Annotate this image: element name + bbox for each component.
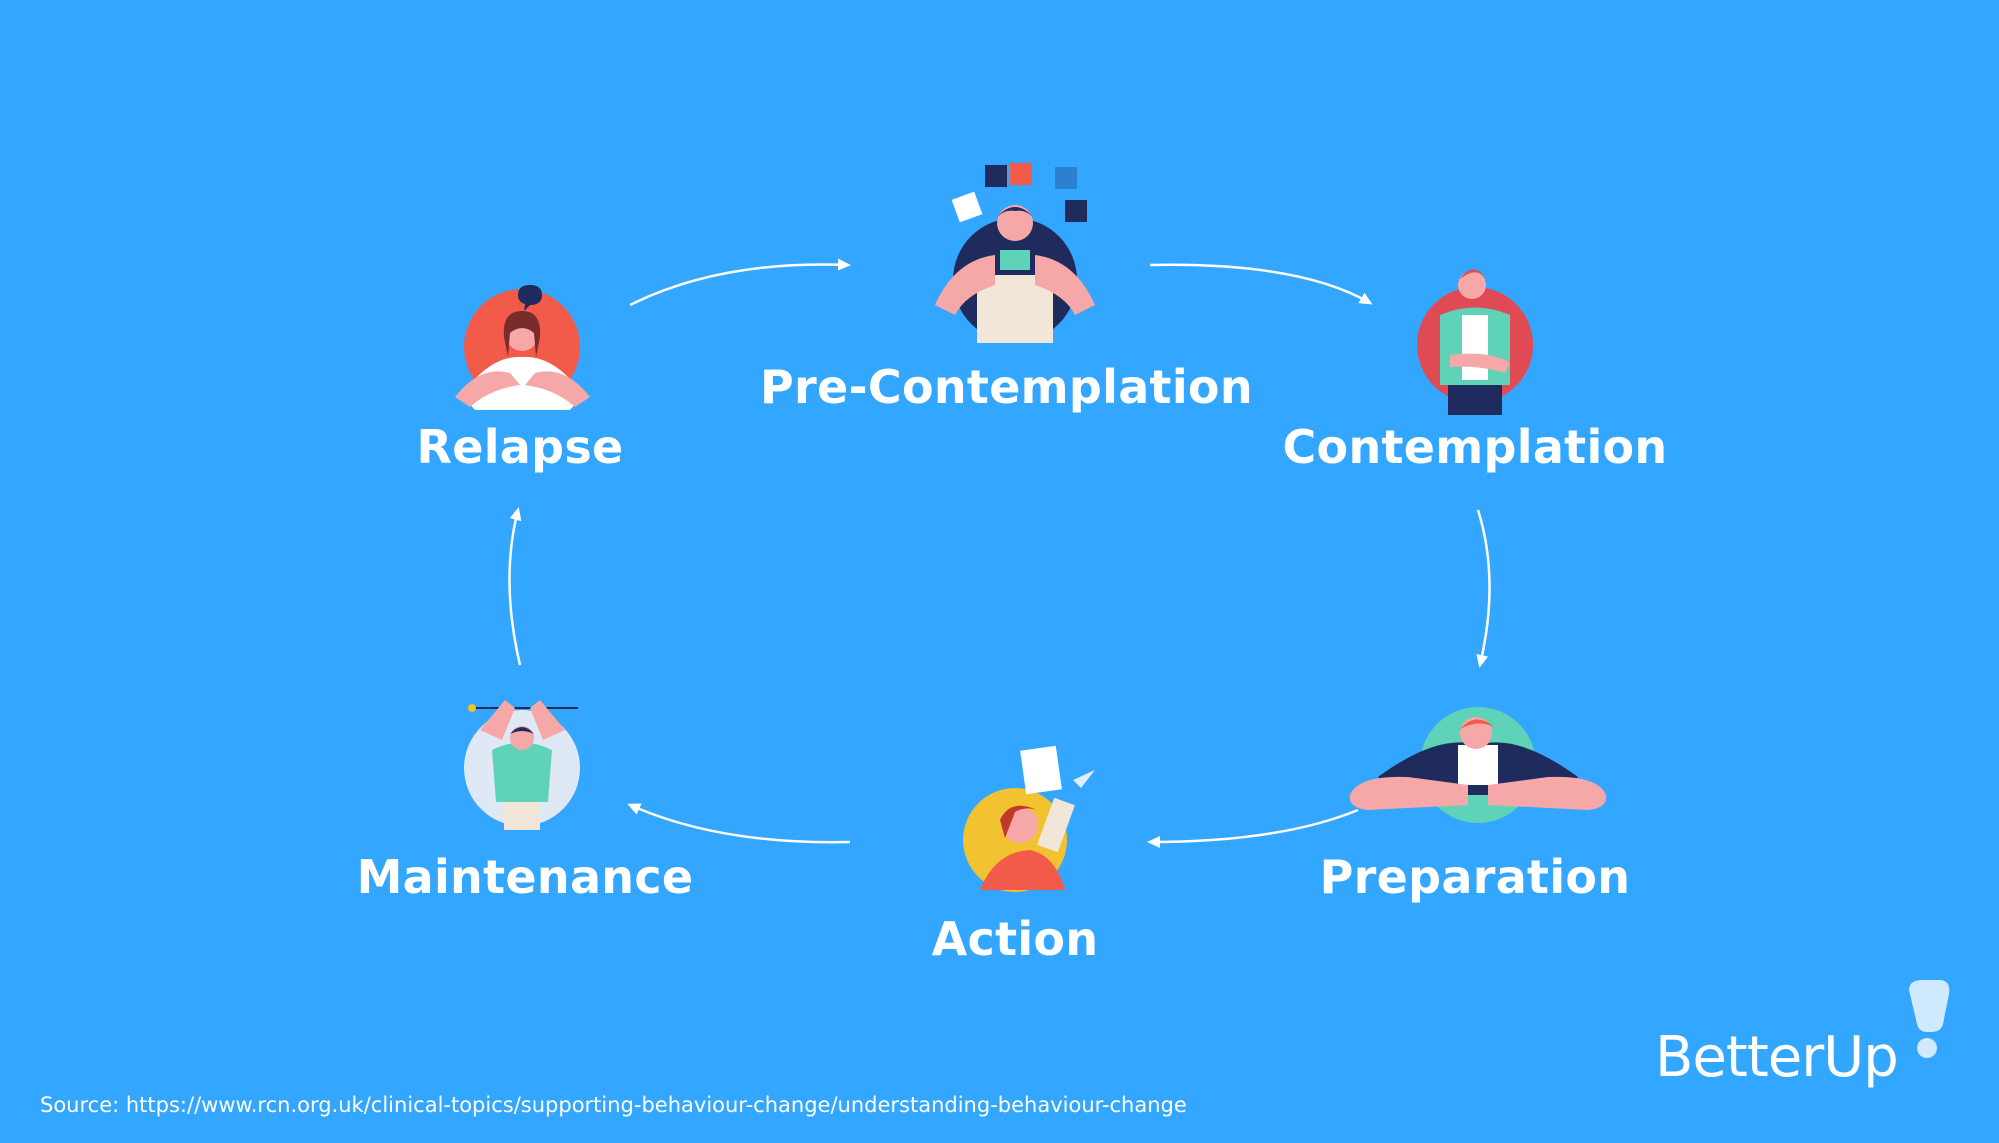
stage-relapse: Relapse <box>370 420 670 474</box>
crawling-person-icon <box>1349 707 1607 823</box>
stage-label: Pre-Contemplation <box>760 360 1253 414</box>
stage-pre-contemplation: Pre-Contemplation <box>760 360 1253 414</box>
stage-action: Action <box>860 912 1170 966</box>
arrow-maintenance-to-relapse <box>508 507 522 666</box>
stage-label: Relapse <box>416 420 624 474</box>
puzzle-person-icon <box>935 163 1095 343</box>
arrow-action-to-maintenance <box>627 803 851 844</box>
stage-label: Preparation <box>1319 850 1631 904</box>
brand-logo: BetterUp <box>1655 1025 1899 1090</box>
stage-contemplation: Contemplation <box>1260 420 1690 474</box>
arrow-contemplation-to-preparation <box>1476 509 1491 668</box>
worried-person-icon <box>455 285 590 410</box>
arrow-relapse-to-precontemplation <box>629 258 851 307</box>
paper-plane-icon <box>1073 770 1095 788</box>
stage-label: Contemplation <box>1282 420 1668 474</box>
stage-preparation: Preparation <box>1280 850 1670 904</box>
arrow-precontemplation-to-contemplation <box>1149 263 1373 305</box>
stage-label: Maintenance <box>356 850 694 904</box>
arrow-preparation-to-action <box>1147 808 1359 848</box>
stage-label: Action <box>931 912 1099 966</box>
brand-drop-icon <box>1909 980 1950 1058</box>
reading-person-icon <box>963 745 1095 892</box>
thinking-person-icon <box>1417 269 1533 415</box>
stretching-person-icon <box>464 700 580 830</box>
stage-maintenance: Maintenance <box>330 850 720 904</box>
speech-bubble-icon <box>518 285 542 311</box>
source-citation: Source: https://www.rcn.org.uk/clinical-… <box>40 1093 1187 1117</box>
